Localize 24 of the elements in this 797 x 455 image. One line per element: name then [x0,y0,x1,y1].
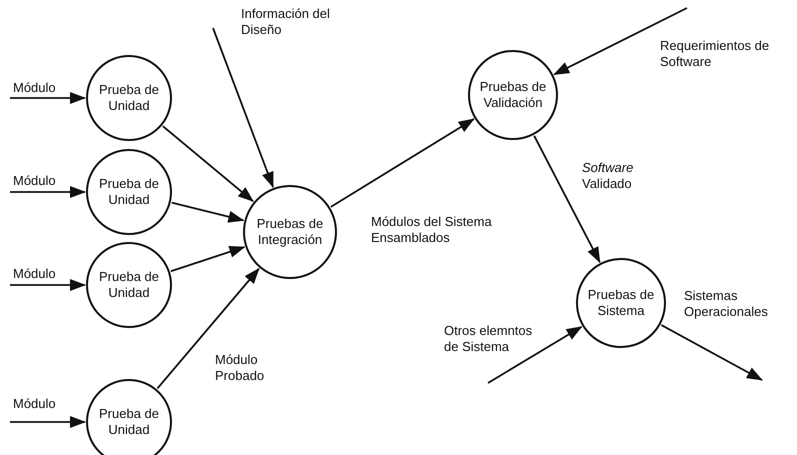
node-label: Pruebas de Integración [256,216,324,248]
arrow [10,92,86,104]
arrow [488,326,582,384]
arrow [330,118,475,208]
arrow [156,268,260,390]
node-label: Prueba de Unidad [98,406,160,438]
edge-label: Requerimientos de Software [659,38,771,70]
arrow [533,135,601,264]
arrow [212,28,274,188]
node-label: Prueba de Unidad [98,269,160,301]
node-label: Pruebas de Validación [478,79,548,111]
node-label: Pruebas de Sistema [586,287,656,319]
arrow [162,125,254,202]
edge-label: Otros elemntos de Sistema [443,323,535,354]
node-label: Prueba de Unidad [98,176,160,208]
arrow [171,202,244,223]
arrow [553,7,688,76]
edge-label: Información del Diseño [240,6,332,38]
arrow [10,279,86,291]
node-label: Prueba de Unidad [98,82,160,114]
arrow [660,324,763,381]
arrow [10,416,86,428]
arrow [170,246,246,272]
arrow [10,186,86,198]
